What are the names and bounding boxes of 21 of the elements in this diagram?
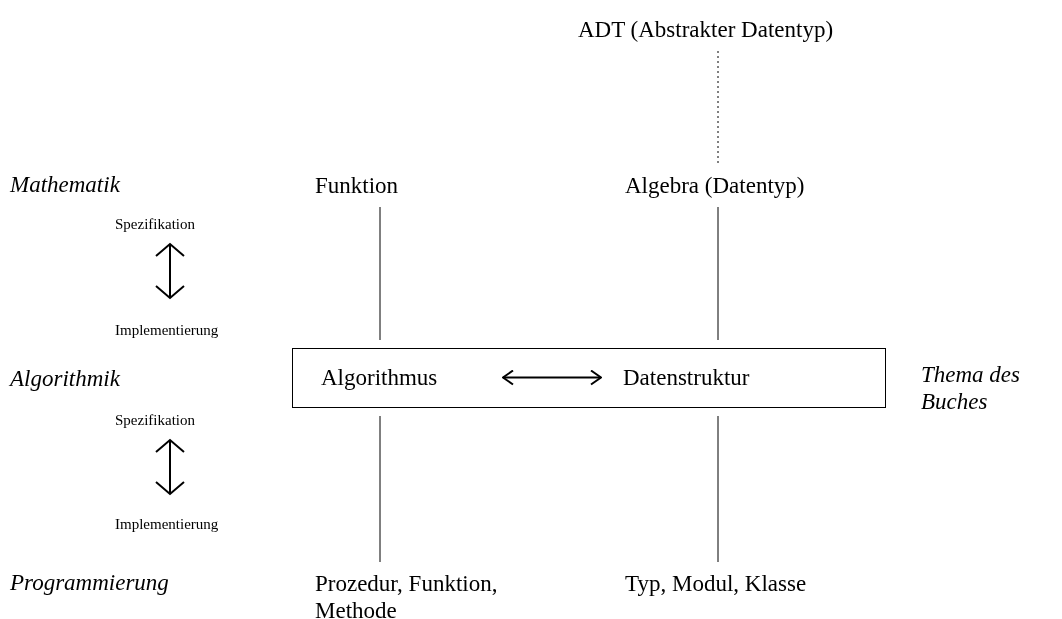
concept-label: ADT (Abstrakter Datentyp) (578, 16, 938, 43)
concept-label: Datenstruktur (623, 364, 803, 391)
connector-line (717, 50, 719, 165)
concept-label: Algebra (Datentyp) (625, 172, 865, 199)
connector-line (717, 415, 719, 563)
concept-label: Funktion (315, 172, 435, 199)
double-arrow (502, 369, 602, 386)
connector-line (379, 206, 381, 341)
step-label: Implementierung (115, 322, 219, 339)
concept-label: Algorithmus (321, 364, 481, 391)
note-text: Thema des Buches (921, 361, 1022, 415)
level-label: Algorithmik (10, 366, 120, 392)
step-label: Implementierung (115, 516, 219, 533)
level-label: Programmierung (10, 570, 169, 596)
level-label: Mathematik (10, 172, 120, 198)
step-label: Spezifikation (115, 216, 195, 233)
concept-label: Prozedur, Funktion, Methode (315, 570, 515, 619)
connector-line (379, 415, 381, 563)
connector-line (717, 206, 719, 341)
step-label: Spezifikation (115, 412, 195, 429)
concept-label: Typ, Modul, Klasse (625, 570, 865, 597)
